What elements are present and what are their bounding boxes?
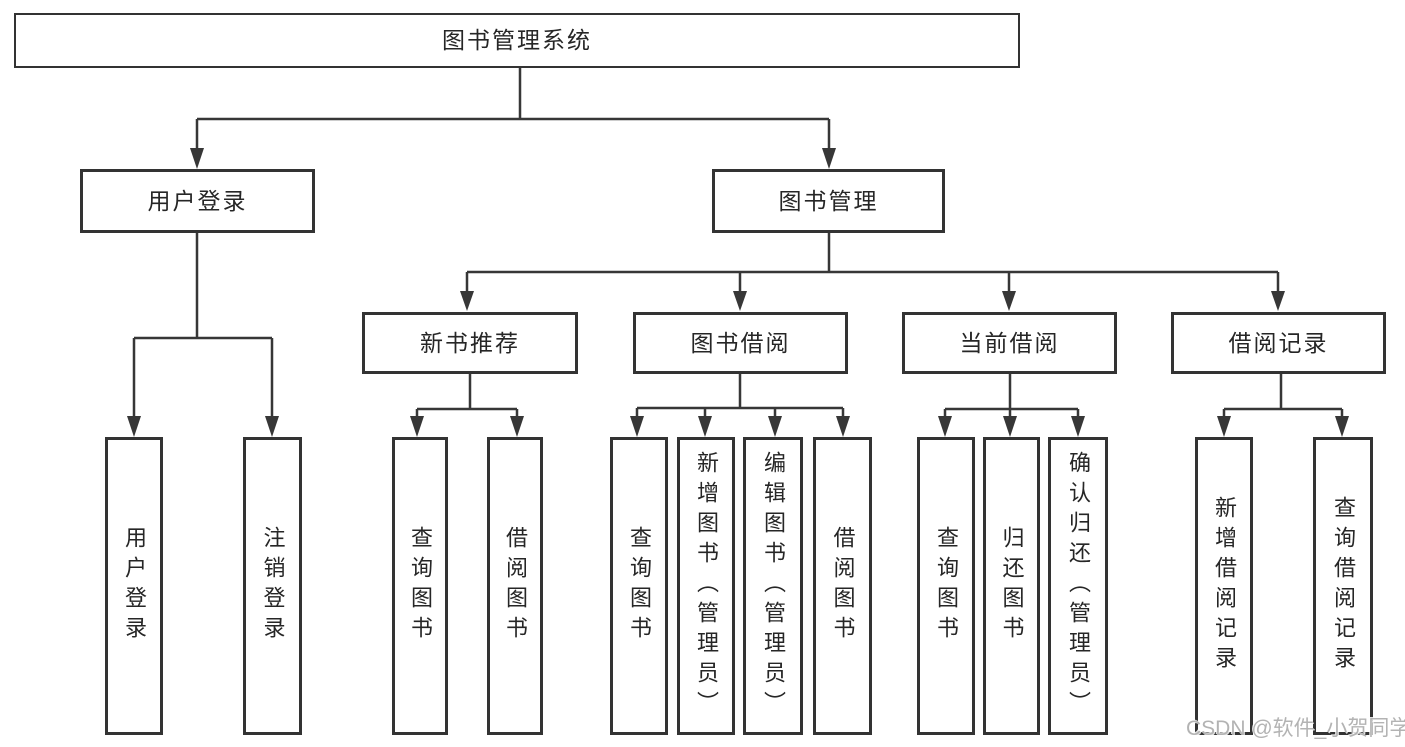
leaf-query-books-3: 查询图书 xyxy=(917,437,975,735)
leaf-query-books-2: 查询图书 xyxy=(610,437,668,735)
leaf-add-book-admin: 新增图书（管理员） xyxy=(677,437,735,735)
node-label: 图书借阅 xyxy=(690,329,791,356)
connector-line xyxy=(132,68,1344,417)
node-label: 借阅记录 xyxy=(1228,329,1329,356)
leaf-query-books: 查询图书 xyxy=(392,437,448,735)
leaf-label: 借阅图书 xyxy=(830,526,856,646)
leaf-logout: 注销登录 xyxy=(243,437,302,735)
leaf-query-borrow-record: 查询借阅记录 xyxy=(1313,437,1373,735)
node-label: 图书管理系统 xyxy=(442,27,592,53)
leaf-add-borrow-record: 新增借阅记录 xyxy=(1195,437,1253,735)
leaf-label: 新增图书（管理员） xyxy=(694,451,719,721)
arrowhead-icon xyxy=(127,148,1349,437)
leaf-confirm-return-admin: 确认归还（管理员） xyxy=(1048,437,1108,735)
node-current-borrow: 当前借阅 xyxy=(902,312,1117,374)
leaf-label: 用户登录 xyxy=(122,526,147,646)
leaf-label: 确认归还（管理员） xyxy=(1066,451,1091,721)
node-library-management-system: 图书管理系统 xyxy=(14,13,1020,68)
leaf-label: 查询图书 xyxy=(408,526,433,646)
leaf-label: 查询图书 xyxy=(627,526,652,646)
leaf-label: 新增借阅记录 xyxy=(1212,496,1237,676)
node-new-book-recommend: 新书推荐 xyxy=(362,312,578,374)
leaf-label: 归还图书 xyxy=(999,526,1025,646)
csdn-watermark: CSDN @软件_小贺同学 xyxy=(1186,717,1405,740)
leaf-label: 编辑图书（管理员） xyxy=(761,451,786,721)
leaf-return-book: 归还图书 xyxy=(983,437,1040,735)
leaf-edit-book-admin: 编辑图书（管理员） xyxy=(743,437,803,735)
node-user-login: 用户登录 xyxy=(80,169,315,233)
leaf-label: 查询借阅记录 xyxy=(1331,496,1356,676)
node-book-management: 图书管理 xyxy=(712,169,945,233)
leaf-label: 注销登录 xyxy=(260,526,286,646)
node-label: 图书管理 xyxy=(778,187,879,214)
node-borrow-records: 借阅记录 xyxy=(1171,312,1386,374)
node-label: 新书推荐 xyxy=(420,329,520,356)
leaf-label: 借阅图书 xyxy=(503,526,528,646)
node-label: 当前借阅 xyxy=(959,329,1060,356)
leaf-borrow-books-2: 借阅图书 xyxy=(813,437,872,735)
leaf-label: 查询图书 xyxy=(934,526,959,646)
leaf-borrow-books: 借阅图书 xyxy=(487,437,543,735)
node-book-borrow: 图书借阅 xyxy=(633,312,848,374)
node-label: 用户登录 xyxy=(147,187,248,214)
leaf-user-login: 用户登录 xyxy=(105,437,163,735)
